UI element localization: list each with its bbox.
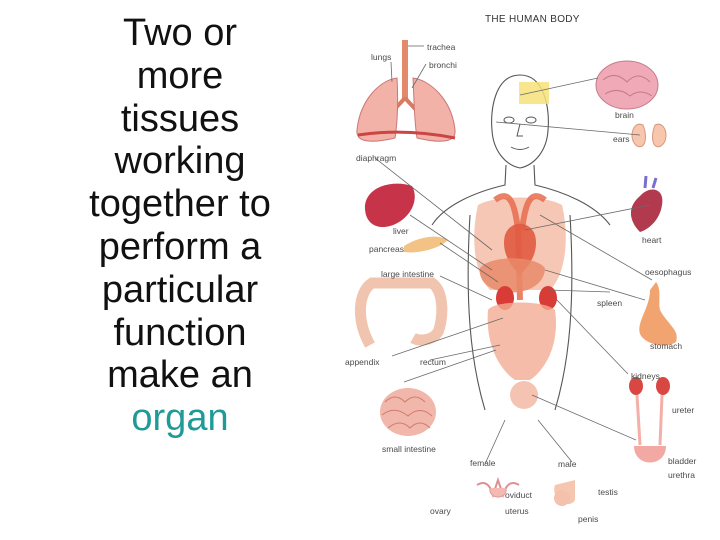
small-intestine-illustration [380, 388, 436, 436]
definition-text: Two or more tissues working together to … [62, 12, 298, 440]
label-oesophagus: oesophagus [645, 267, 691, 277]
label-female: female [470, 458, 496, 468]
label-penis: penis [578, 514, 598, 524]
label-liver: liver [393, 226, 409, 236]
label-trachea: trachea [427, 42, 456, 52]
label-testis: testis [598, 487, 618, 497]
label-small-intestine: small intestine [382, 444, 436, 454]
organ-labels: lungs trachea bronchi diaphragm brain ea… [345, 42, 697, 524]
label-appendix: appendix [345, 357, 380, 367]
definition-line-5: together to [89, 183, 271, 226]
torso-organs [474, 193, 566, 409]
reproductive-illustration [476, 476, 575, 506]
diagram-title: THE HUMAN BODY [485, 14, 580, 25]
label-stomach: stomach [650, 341, 682, 351]
label-ears: ears [613, 134, 630, 144]
label-rectum: rectum [420, 357, 446, 367]
human-body-diagram: THE HUMAN BODY [345, 14, 697, 524]
label-heart: heart [642, 235, 662, 245]
stomach-illustration [639, 282, 677, 346]
lungs-illustration [356, 40, 456, 142]
liver-illustration [364, 183, 415, 228]
definition-line-9: make an [107, 354, 253, 397]
definition-line-1: Two or [122, 12, 238, 54]
definition-line-3: tissues [120, 97, 240, 140]
label-oviduct: oviduct [505, 490, 533, 500]
face-features [503, 116, 537, 150]
label-diaphragm: diaphragm [356, 153, 396, 163]
label-uterus: uterus [505, 506, 529, 516]
pancreas-illustration [404, 236, 448, 253]
brain-highlight [519, 82, 549, 104]
label-large-intestine: large intestine [381, 269, 434, 279]
large-intestine-illustration [354, 277, 448, 348]
label-kidneys: kidneys [631, 371, 660, 381]
brain-illustration [595, 60, 659, 110]
ears-illustration [631, 123, 667, 148]
definition-line-4: working [114, 140, 246, 183]
heart-illustration [630, 175, 663, 232]
label-ureter: ureter [672, 405, 694, 415]
leader-lines [374, 45, 653, 465]
body-outline [431, 74, 611, 411]
label-ovary: ovary [430, 506, 452, 516]
definition-line-6: perform a [98, 225, 262, 268]
label-bladder: bladder [668, 456, 697, 466]
label-brain: brain [615, 110, 634, 120]
label-pancreas: pancreas [369, 244, 404, 254]
definition-line-2: more [136, 54, 224, 97]
label-lungs: lungs [371, 52, 391, 62]
label-bronchi: bronchi [429, 60, 457, 70]
definition-line-7: particular [101, 268, 259, 311]
definition-line-8: function [113, 311, 247, 354]
urinary-system-illustration [629, 377, 670, 463]
highlighted-term-organ: organ [131, 397, 229, 440]
label-spleen: spleen [597, 298, 622, 308]
label-urethra: urethra [668, 470, 695, 480]
label-male: male [558, 459, 577, 469]
